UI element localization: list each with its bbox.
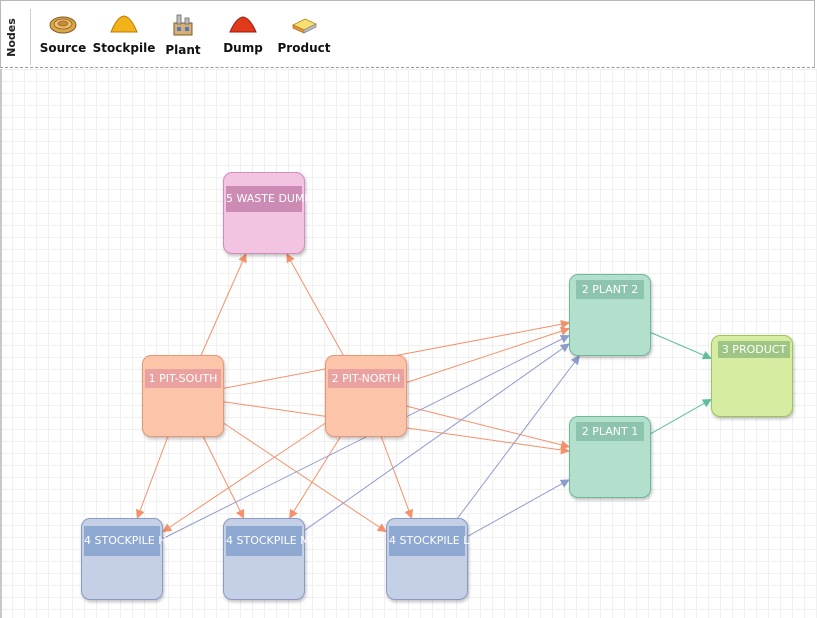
node-label: 2 PLANT 1: [576, 422, 644, 441]
palette-item-source[interactable]: Source: [28, 13, 98, 55]
palette-item-stockpile[interactable]: Stockpile: [89, 13, 159, 55]
node-stockpile-mg[interactable]: 4 STOCKPILE MG: [223, 518, 318, 600]
palette-title-text: Nodes: [4, 18, 18, 57]
dump-icon: [229, 16, 257, 33]
plant-icon: [173, 14, 193, 36]
palette-item-plant[interactable]: Plant: [148, 13, 218, 57]
node-waste-dump[interactable]: 5 WASTE DUMP: [223, 172, 311, 254]
node-label: 5 WASTE DUMP: [226, 186, 311, 212]
node-pit-south[interactable]: 1 PIT-SOUTH: [142, 355, 224, 437]
source-icon: [49, 16, 77, 34]
palette-label-dump: Dump: [223, 41, 263, 55]
palette-label-plant: Plant: [165, 43, 201, 57]
stockpile-icon: [110, 15, 138, 33]
node-pit-north[interactable]: 2 PIT-NORTH: [325, 355, 407, 437]
node-plant-2[interactable]: 2 PLANT 2: [569, 274, 651, 356]
palette-label-product: Product: [277, 41, 331, 55]
node-label: 2 PIT-NORTH: [328, 369, 404, 388]
node-label: 4 STOCKPILE MG: [226, 526, 318, 556]
node-label: 4 STOCKPILE LG: [389, 526, 478, 556]
node-label: 1 PIT-SOUTH: [145, 369, 221, 388]
node-label: 3 PRODUCT: [718, 341, 790, 358]
palette-label-stockpile: Stockpile: [92, 41, 156, 55]
canvas-left-border: [0, 69, 2, 618]
node-palette: Nodes Source Stockpile Plant Dump: [0, 0, 815, 68]
palette-item-product[interactable]: Product: [269, 13, 339, 55]
node-stockpile-lg[interactable]: 4 STOCKPILE LG: [386, 518, 478, 600]
node-product[interactable]: 3 PRODUCT: [711, 335, 793, 417]
palette-title: Nodes: [4, 9, 31, 65]
node-label: 2 PLANT 2: [576, 280, 644, 299]
product-icon: [292, 18, 317, 34]
node-plant-1[interactable]: 2 PLANT 1: [569, 416, 651, 498]
palette-item-dump[interactable]: Dump: [208, 13, 278, 55]
node-label: 4 STOCKPILE HG: [84, 526, 175, 556]
node-stockpile-hg[interactable]: 4 STOCKPILE HG: [81, 518, 175, 600]
palette-label-source: Source: [39, 41, 87, 55]
